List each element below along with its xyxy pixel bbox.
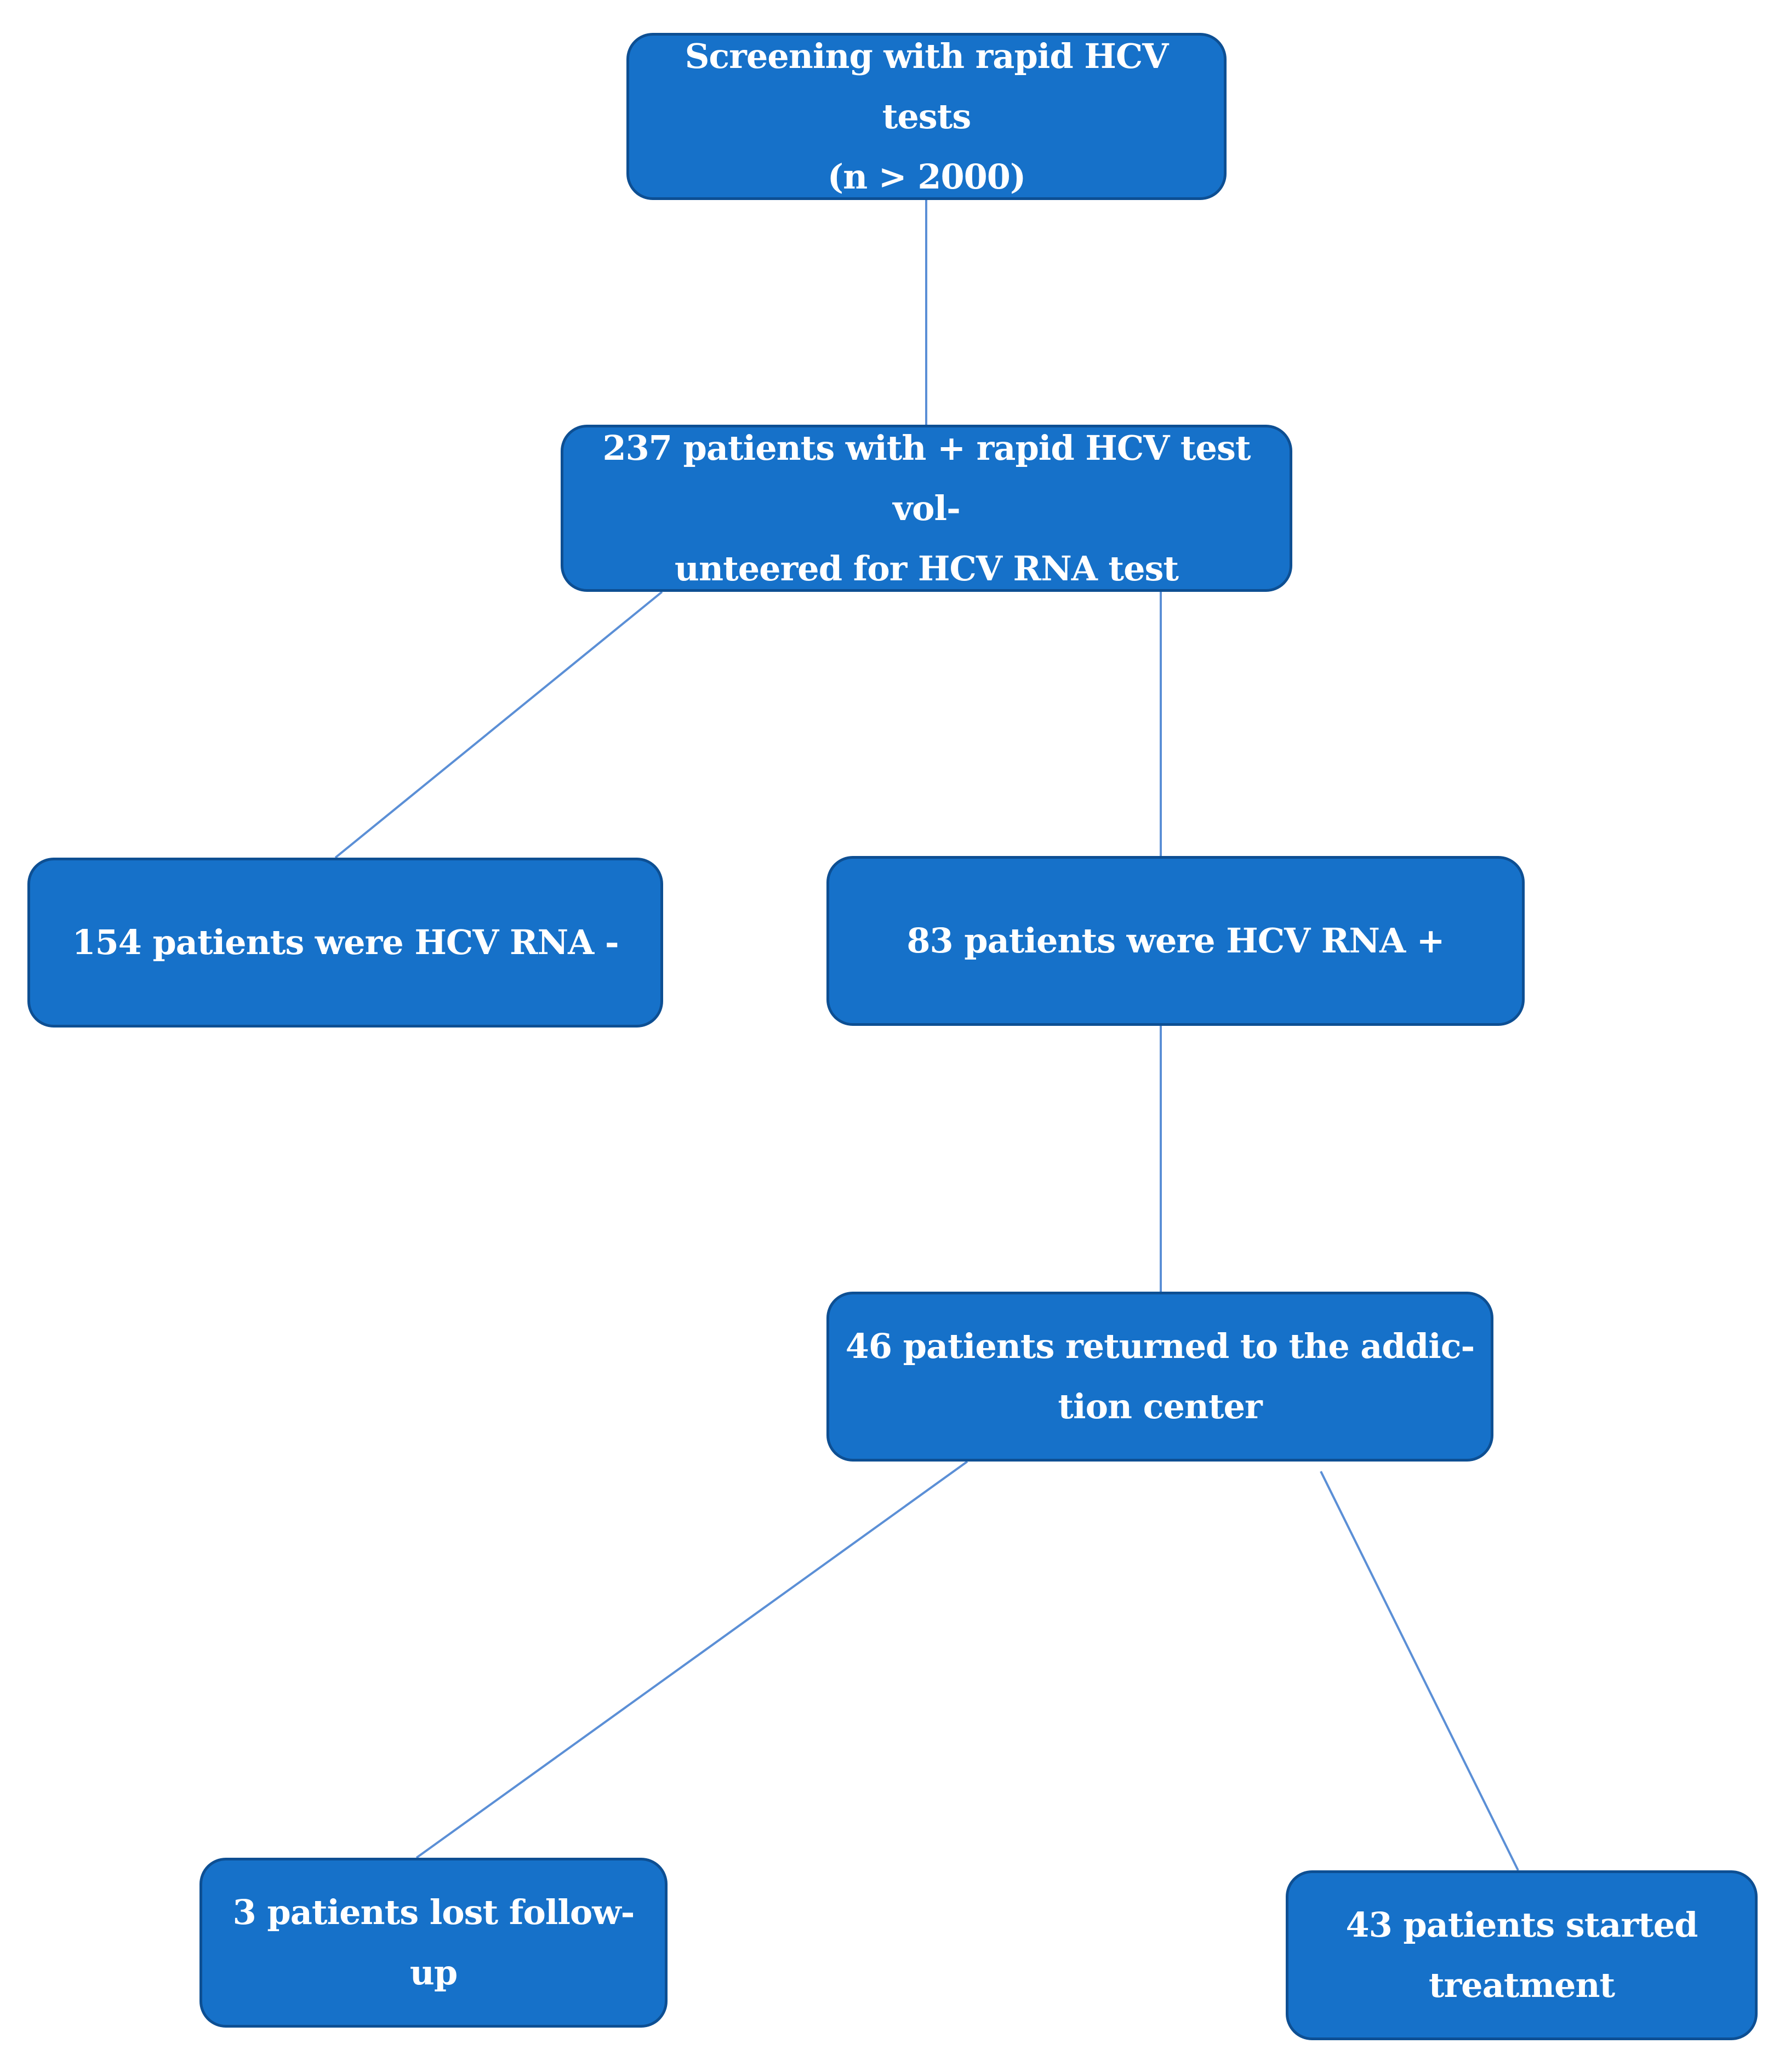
rna-positive-label: 83 patients were HCV RNA + [906,921,1445,961]
lost-followup-label: 3 patients lost follow- up [232,1892,635,1993]
started-treatment-label: 43 patients started treatment [1345,1905,1698,2005]
screening-box: Screening with rapid HCV tests (n > 2000… [626,33,1227,200]
returned-box: 46 patients returned to the addic- tion … [826,1292,1493,1462]
rna-negative-box: 154 patients were HCV RNA - [27,858,663,1028]
connector-rna-tested-to-negative [334,591,663,859]
lost-followup-box: 3 patients lost follow- up [199,1858,668,2028]
rna-positive-box: 83 patients were HCV RNA + [826,856,1525,1026]
screening-label: Screening with rapid HCV tests (n > 2000… [685,36,1169,197]
started-treatment-box: 43 patients started treatment [1286,1870,1758,2040]
returned-label: 46 patients returned to the addic- tion … [845,1326,1475,1426]
connector-returned-to-lost [415,1460,968,1859]
rna-tested-label: 237 patients with + rapid HCV test vol- … [602,427,1251,589]
rna-negative-label: 154 patients were HCV RNA - [72,922,619,962]
connector-returned-to-treated [1320,1471,1519,1871]
rna-tested-box: 237 patients with + rapid HCV test vol- … [561,425,1292,592]
